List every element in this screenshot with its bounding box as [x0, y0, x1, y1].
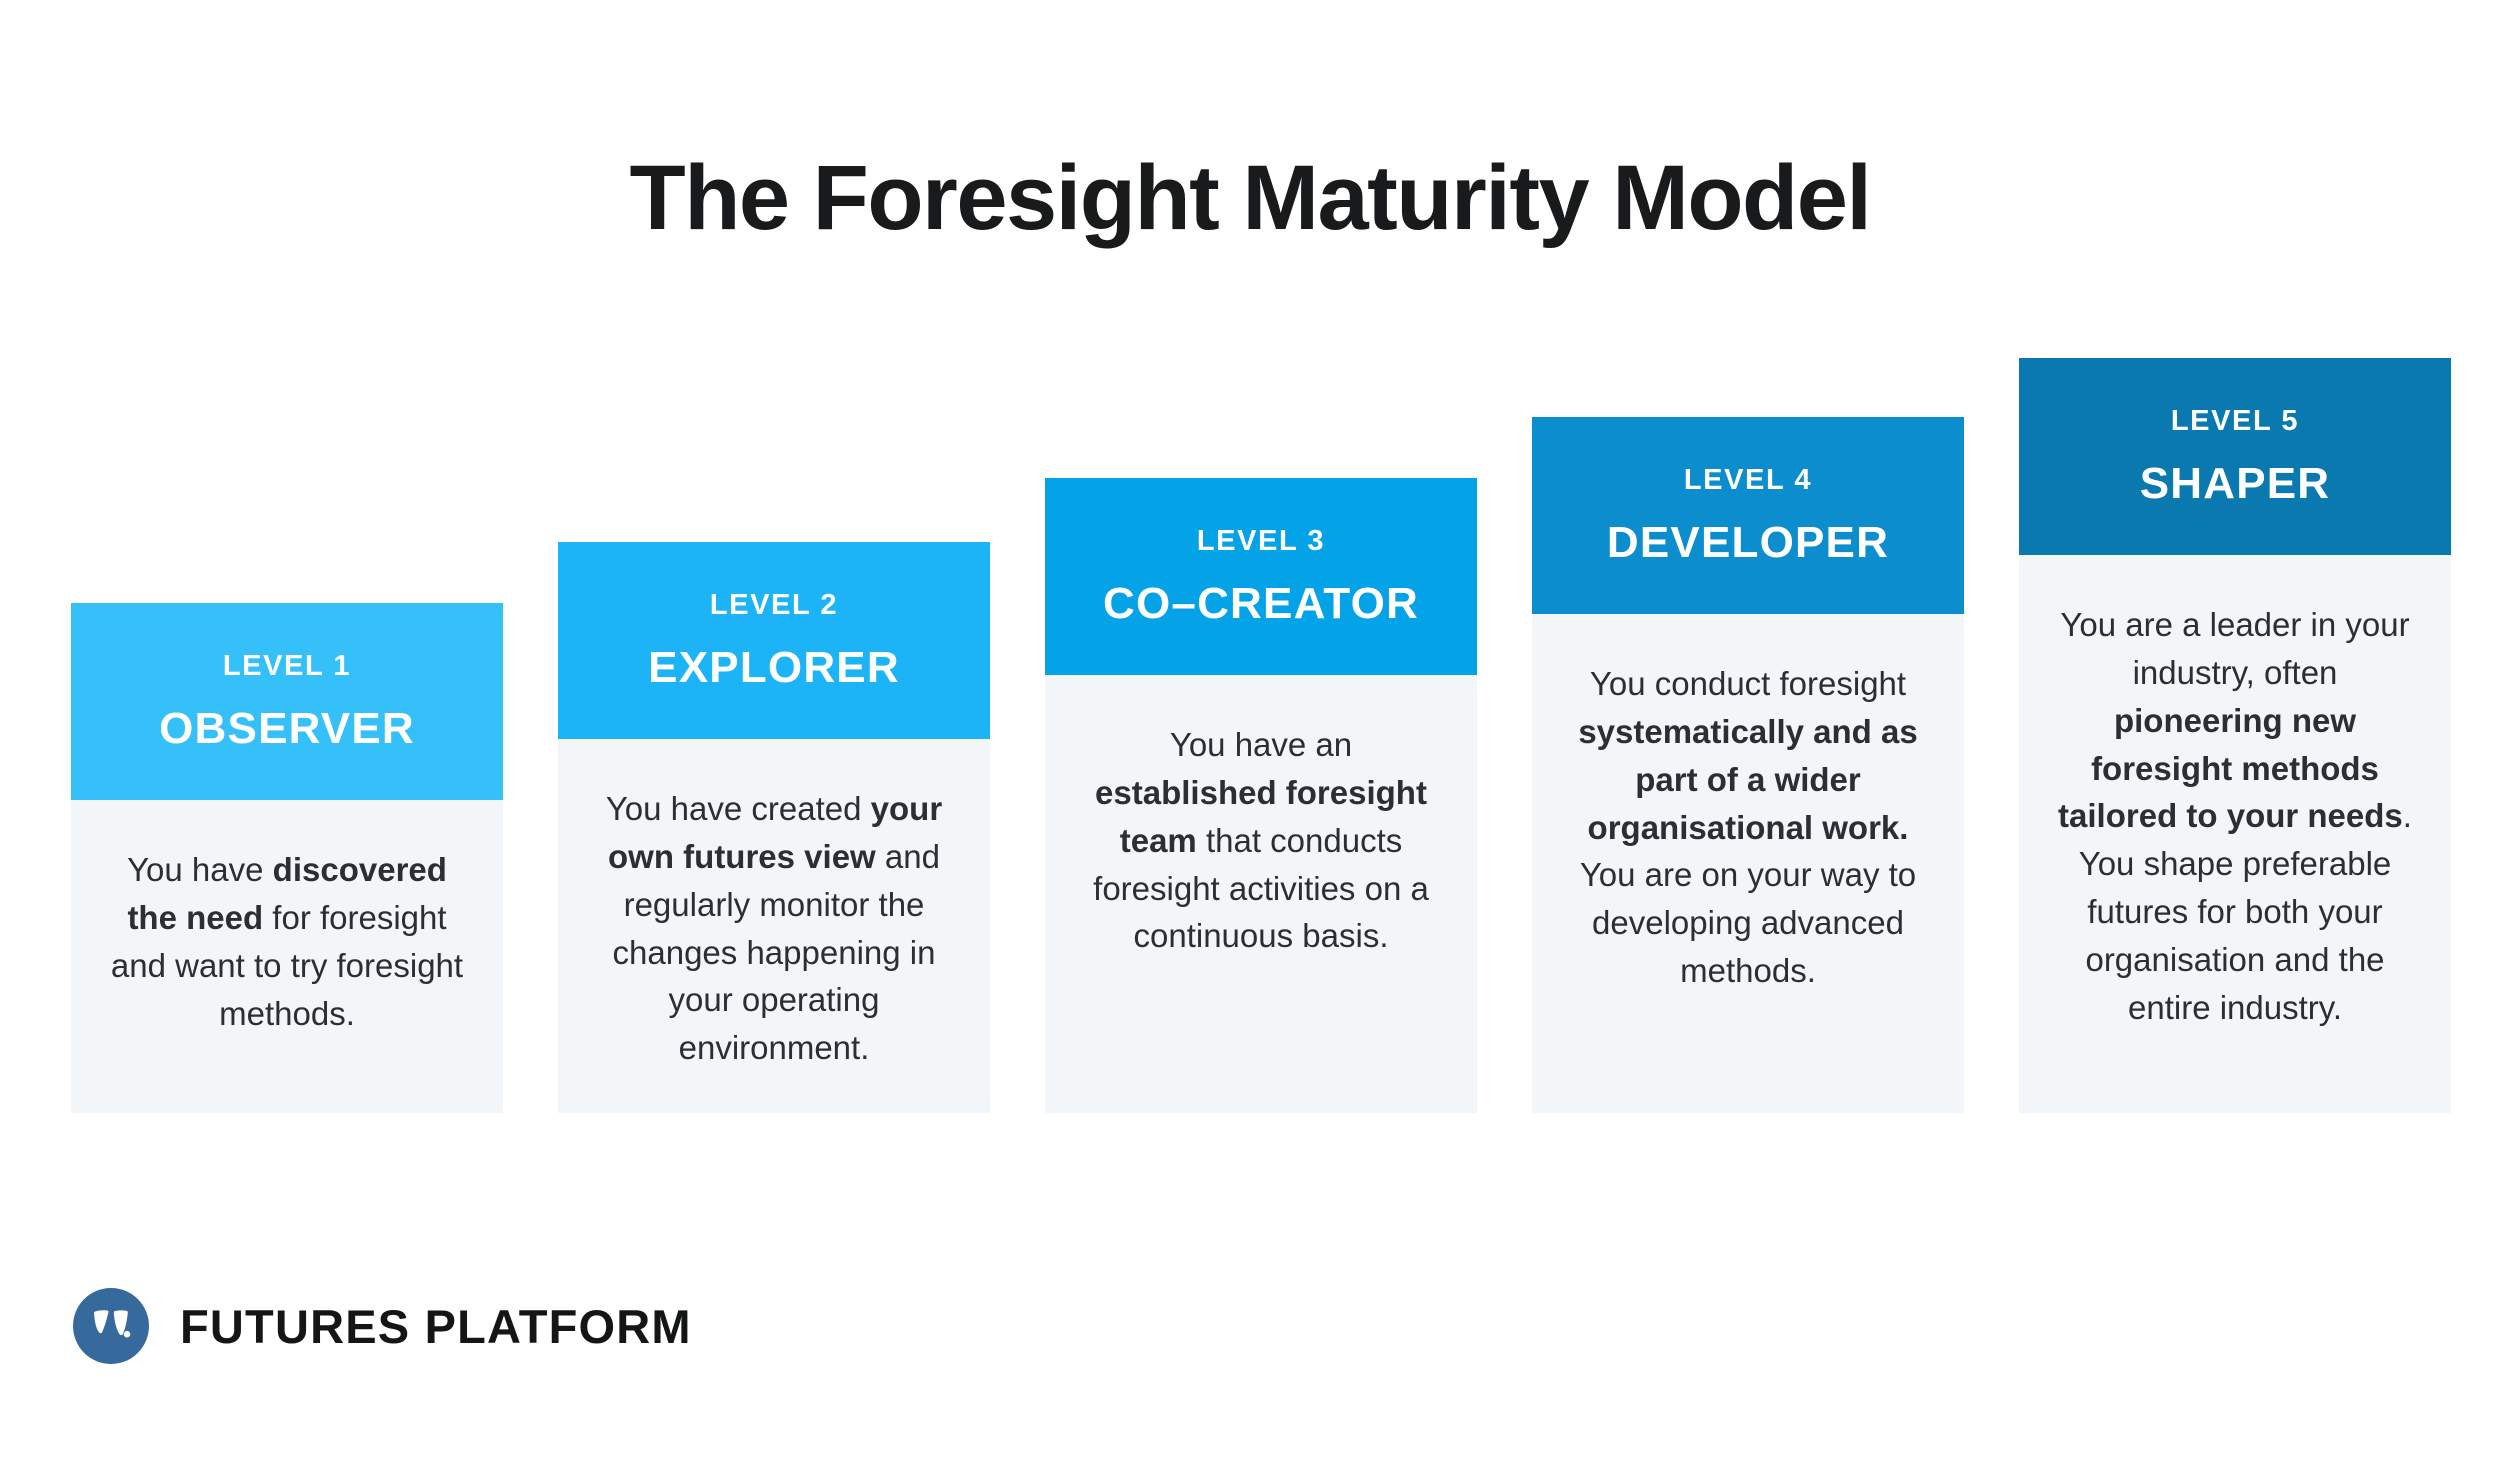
- brand-name-label: FUTURES PLATFORM: [180, 1299, 692, 1353]
- level-card-header: LEVEL 5 SHAPER: [2019, 358, 2451, 555]
- level-number-label: LEVEL 2: [709, 589, 839, 621]
- level-card-header: LEVEL 4 DEVELOPER: [1532, 417, 1964, 614]
- level-card-header: LEVEL 3 CO–CREATOR: [1045, 478, 1477, 675]
- futures-platform-quote-mark-icon: [73, 1288, 149, 1364]
- level-description: You have an established foresight team t…: [1093, 726, 1429, 955]
- page-title: The Foresight Maturity Model: [629, 146, 1872, 249]
- level-name-label: OBSERVER: [159, 704, 415, 753]
- level-description: You conduct foresight systematically and…: [1578, 665, 1918, 990]
- level-name-label: DEVELOPER: [1606, 518, 1890, 567]
- level-card-shaper[interactable]: LEVEL 5 SHAPER You are a leader in your …: [2019, 358, 2451, 1113]
- level-card-body: You have discovered the need for foresig…: [71, 800, 503, 1113]
- level-name-label: CO–CREATOR: [1103, 579, 1419, 628]
- level-card-explorer[interactable]: LEVEL 2 EXPLORER You have created your o…: [558, 542, 990, 1113]
- level-card-developer[interactable]: LEVEL 4 DEVELOPER You conduct foresight …: [1532, 417, 1964, 1113]
- level-card-header: LEVEL 2 EXPLORER: [558, 542, 990, 739]
- level-description: You have created your own futures view a…: [605, 790, 943, 1067]
- level-description: You are a leader in your industry, often…: [2058, 606, 2412, 1026]
- level-card-co-creator[interactable]: LEVEL 3 CO–CREATOR You have an establish…: [1045, 478, 1477, 1113]
- level-number-label: LEVEL 4: [1683, 464, 1813, 496]
- level-card-header: LEVEL 1 OBSERVER: [71, 603, 503, 800]
- level-name-label: EXPLORER: [648, 643, 900, 692]
- level-card-body: You conduct foresight systematically and…: [1532, 614, 1964, 1113]
- level-card-observer[interactable]: LEVEL 1 OBSERVER You have discovered the…: [71, 603, 503, 1113]
- level-name-label: SHAPER: [2139, 459, 2331, 508]
- level-description: You have discovered the need for foresig…: [110, 851, 464, 1032]
- level-card-body: You are a leader in your industry, often…: [2019, 555, 2451, 1113]
- level-number-label: LEVEL 1: [222, 650, 352, 682]
- level-number-label: LEVEL 5: [2170, 405, 2300, 437]
- level-number-label: LEVEL 3: [1196, 525, 1326, 557]
- level-card-body: You have an established foresight team t…: [1045, 675, 1477, 1113]
- brand-logo: FUTURES PLATFORM: [73, 1288, 692, 1364]
- level-card-body: You have created your own futures view a…: [558, 739, 990, 1113]
